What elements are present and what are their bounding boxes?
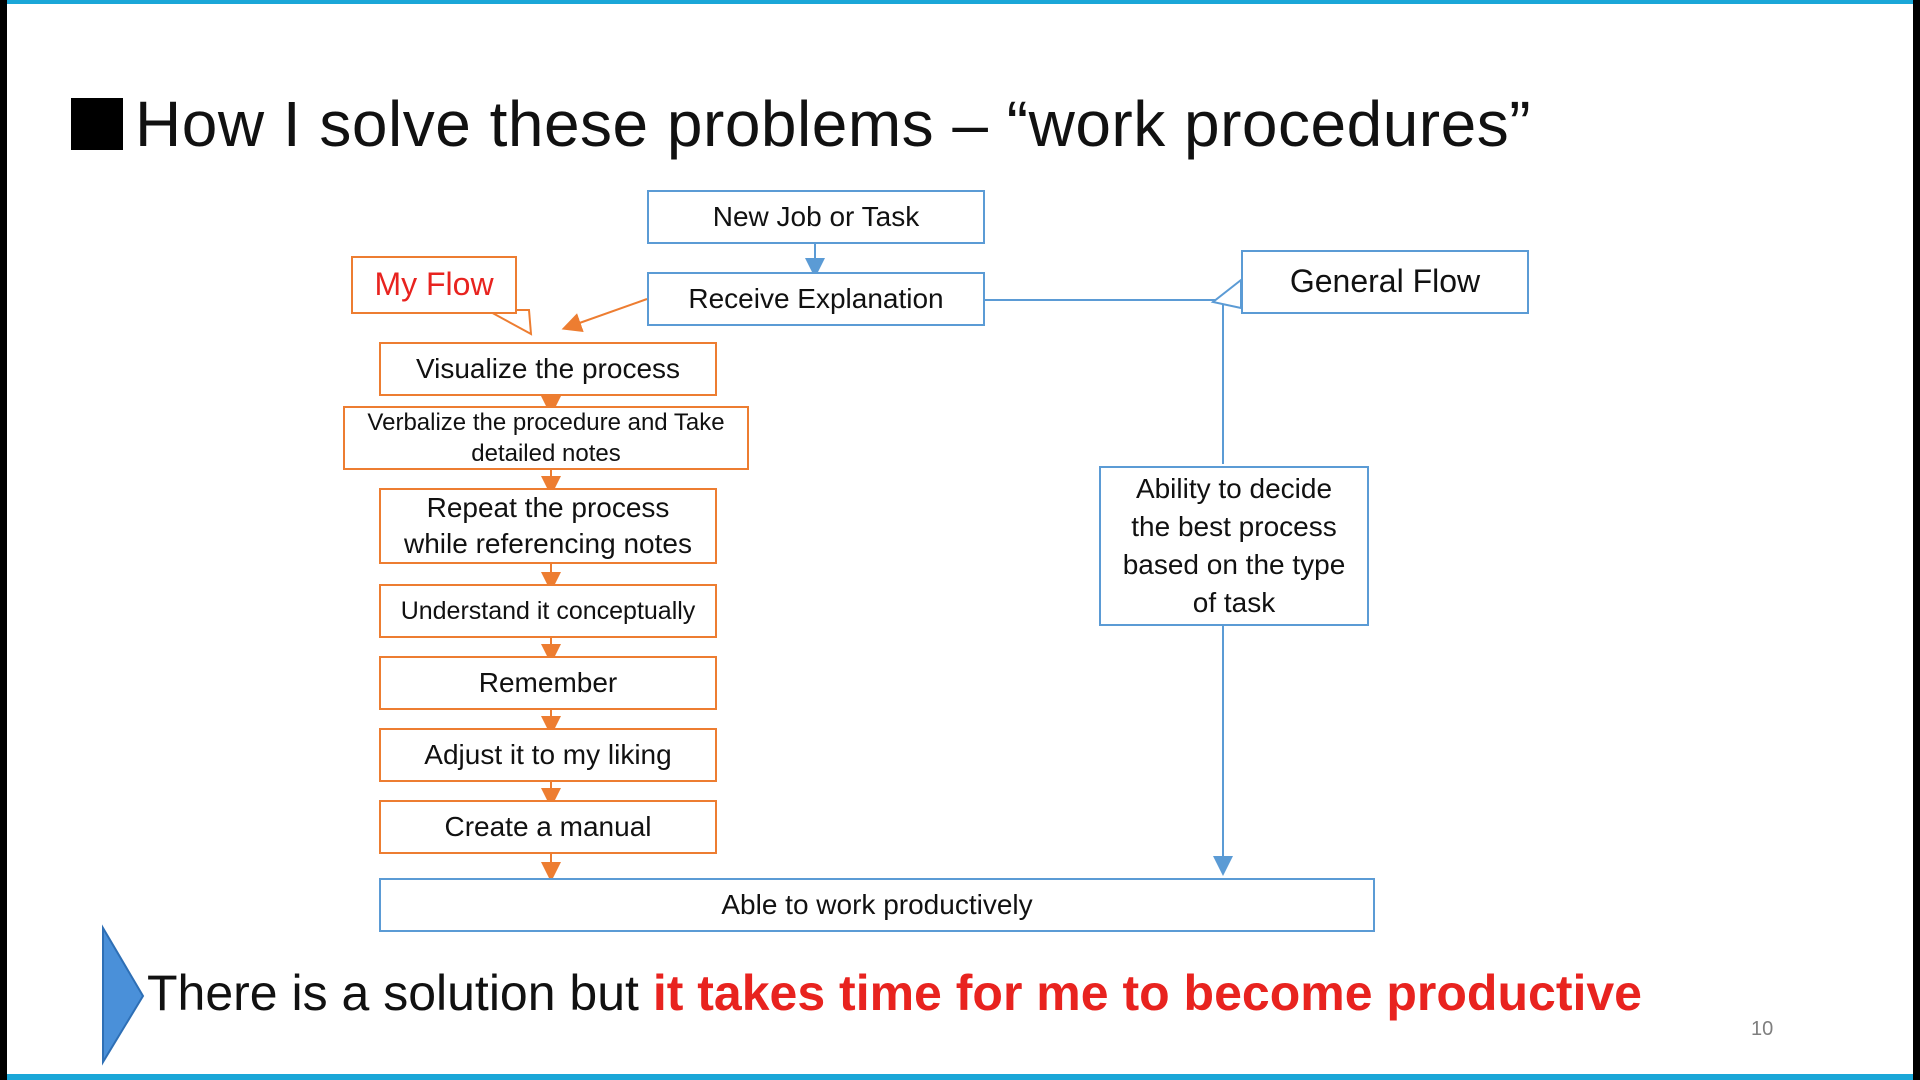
final-step-label: Able to work productively [721, 888, 1033, 920]
arrow-receive-to-myflow [561, 298, 648, 333]
final-step-box: Able to work productively [379, 878, 1375, 932]
slide-title: How I solve these problems – “work proce… [71, 84, 1531, 164]
my-flow-step-label: Create a manual [444, 810, 652, 842]
my-flow-step-label: Repeat the process while referencing not… [404, 491, 692, 559]
my-flow-callout: My Flow [351, 256, 517, 314]
my-flow-step-label: Adjust it to my liking [424, 738, 672, 770]
my-flow-step: Verbalize the procedure and Take detaile… [343, 406, 749, 470]
my-flow-step-label: Visualize the process [415, 352, 681, 384]
my-flow-label: My Flow [374, 266, 494, 303]
my-flow-step: Adjust it to my liking [379, 728, 717, 782]
general-flow-step-label: Ability to decide the best process based… [1122, 473, 1346, 618]
my-flow-step-label: Understand it conceptually [400, 596, 696, 625]
slide: How I solve these problems – “work proce… [7, 0, 1913, 1080]
conclusion-text: There is a solution but it takes time fo… [147, 964, 1642, 1022]
title-bullet-square [71, 98, 123, 150]
receive-explanation-box: Receive Explanation [647, 272, 985, 326]
my-flow-step-label: Verbalize the procedure and Take detaile… [367, 408, 725, 467]
title-text: How I solve these problems – “work proce… [135, 88, 1531, 160]
receive-explanation-label: Receive Explanation [688, 282, 944, 314]
page-number: 10 [1751, 1018, 1774, 1040]
new-job-box: New Job or Task [647, 190, 985, 244]
general-flow-callout: General Flow [1241, 250, 1529, 314]
general-flow-label: General Flow [1289, 263, 1481, 300]
my-flow-step: Create a manual [379, 800, 717, 854]
conclusion-highlight: it takes time for me to become productiv… [652, 965, 1642, 1021]
my-flow-step: Understand it conceptually [379, 584, 717, 638]
general-flow-callout-tail [1210, 277, 1242, 310]
my-flow-step: Visualize the process [379, 342, 717, 396]
general-flow-step: Ability to decide the best process based… [1099, 466, 1369, 626]
new-job-label: New Job or Task [712, 200, 920, 232]
conclusion-bullet-triangle [102, 924, 145, 1066]
my-flow-step-label: Remember [478, 666, 618, 698]
conclusion-prefix: There is a solution but [147, 965, 653, 1021]
my-flow-step: Remember [379, 656, 717, 710]
my-flow-step: Repeat the process while referencing not… [379, 488, 717, 564]
